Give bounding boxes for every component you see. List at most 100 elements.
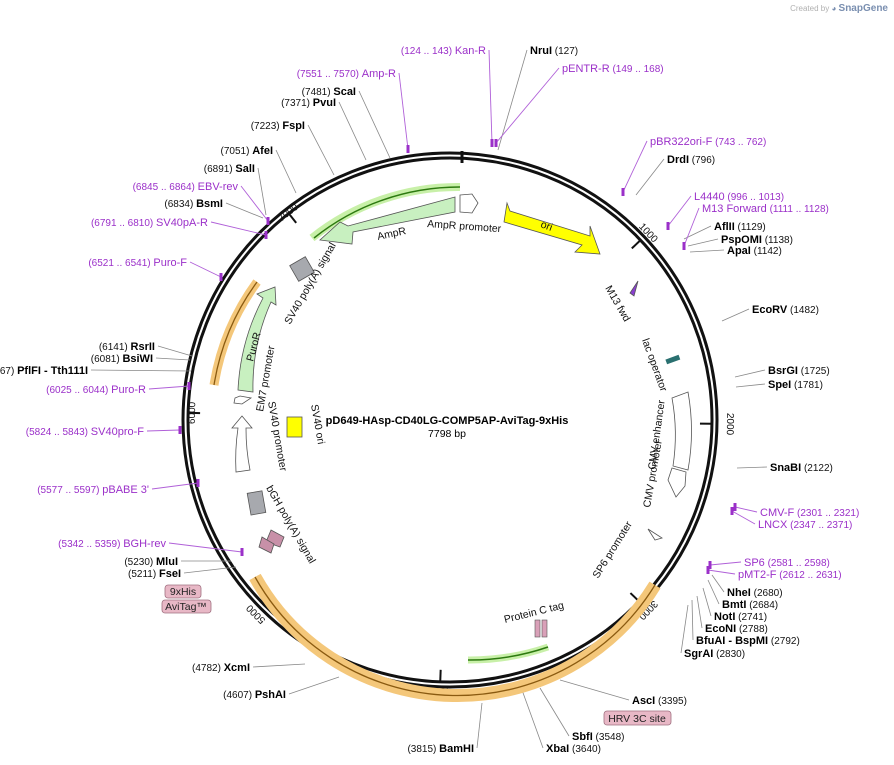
primer-callout-line [495, 67, 560, 144]
enzyme-name: XcmI [224, 662, 250, 674]
ori-feature [503, 201, 601, 255]
primer-name: M13 Forward [702, 203, 767, 215]
callout-lines [90, 49, 768, 749]
primer-label: CMV-F (2301 .. 2321) [760, 507, 859, 519]
primer-puro-r: (6025 .. 6044) Puro-R [46, 384, 146, 396]
primer-name: BGH-rev [123, 538, 166, 550]
primer-callout-line [148, 385, 190, 390]
enzyme-name: SbfI [572, 731, 593, 743]
enzyme-site-bsiwi: (6081) BsiWI [91, 353, 153, 365]
enzyme-name: PvuI [313, 97, 336, 109]
primer-marker [196, 479, 200, 487]
enzyme-site-snabi: SnaBI (2122) [770, 462, 833, 474]
enzyme-label: PspOMI (1138) [721, 234, 793, 246]
enzyme-site-afei: (7051) AfeI [221, 145, 273, 157]
primer-name: EBV-rev [198, 181, 239, 193]
m13-fwd-feature [629, 280, 639, 297]
primer-kan-r: (124 .. 143) Kan-R [401, 45, 486, 57]
enzyme-position: (6067) [0, 366, 17, 377]
cds-highlight-main [249, 573, 661, 703]
snapgene-logo-icon: ◕ [831, 4, 837, 13]
primer-cmv-f: CMV-F (2301 .. 2321) [760, 507, 859, 519]
primer-range: (6791 .. 6810) [91, 218, 156, 229]
enzyme-name: PshAI [255, 689, 286, 701]
enzyme-callout-line [735, 383, 766, 388]
primer-name: pBR322ori-F [650, 136, 713, 148]
enzyme-position: (1482) [787, 305, 819, 316]
enzyme-site-bsmi: (6834) BsmI [164, 198, 223, 210]
enzyme-callout-line [687, 238, 719, 247]
primer-name: pMT2-F [738, 569, 777, 581]
enzyme-callout-line [338, 101, 367, 161]
enzyme-site-sbfi: SbfI (3548) [572, 731, 624, 743]
bgh-polya-feature [246, 490, 267, 516]
primer-range: (5342 .. 5359) [58, 539, 123, 550]
enzyme-position: (2122) [801, 463, 833, 474]
enzyme-name: ApaI [727, 245, 751, 257]
enzyme-separator: - [725, 635, 735, 647]
enzyme-callout-line [691, 599, 694, 641]
enzyme-callout-line [711, 574, 725, 593]
enzyme-position: (3395) [655, 696, 687, 707]
protein-c-green-arrow [467, 646, 549, 661]
protein-c-green-highlight [467, 643, 550, 664]
cmv-promoter-label: CMV promoter [641, 439, 665, 509]
enzyme-callout-line [497, 49, 528, 151]
tag-hrv3c: HRV 3C site [608, 713, 666, 725]
enzyme-label: (6891) SalI [204, 163, 255, 175]
enzyme-name: SgrAI [684, 648, 713, 660]
enzyme-label: SnaBI (2122) [770, 462, 833, 474]
primer-marker [264, 231, 268, 239]
enzyme-site-noti: NotI (2741) [714, 611, 767, 623]
enzyme-position: (5211) [128, 569, 159, 580]
tag-9xhis-box [164, 584, 202, 599]
enzyme-position: (6891) [204, 164, 236, 175]
enzyme-name: XbaI [546, 743, 569, 755]
primer-callout-line [488, 49, 493, 144]
primer-range: (1111 .. 1128) [767, 204, 829, 215]
primer-label: pBR322ori-F (743 .. 762) [650, 136, 766, 148]
primer-marker [621, 188, 625, 196]
enzyme-name: NheI [727, 587, 751, 599]
primer-range: (2612 .. 2631) [777, 570, 842, 581]
enzyme-site-bsrgi: BsrGI (1725) [768, 365, 830, 377]
primer-name: Kan-R [455, 45, 486, 57]
primer-label: (6521 .. 6541) Puro-F [88, 257, 187, 269]
ampr-green-arrow [313, 186, 461, 239]
enzyme-name: BmtI [722, 599, 746, 611]
primer-range: (996 .. 1013) [725, 192, 784, 203]
protein-c-tag-label: Protein C tag [503, 599, 566, 626]
primer-l4440: L4440 (996 .. 1013) [694, 191, 784, 203]
primer-range: (2581 .. 2598) [765, 558, 830, 569]
enzyme-callout-line [559, 679, 630, 701]
enzyme-position: (4607) [223, 690, 255, 701]
enzyme-callout-line [736, 466, 768, 469]
enzyme-site-fsei: (5211) FseI [128, 568, 181, 580]
primer-callout-line [731, 510, 756, 525]
enzyme-callout-line [734, 369, 766, 378]
enzyme-label: (7481) ScaI [302, 86, 356, 98]
enzyme-position: (2830) [713, 649, 745, 660]
enzyme-site-ecorv: EcoRV (1482) [752, 304, 819, 316]
primer-label: (6791 .. 6810) SV40pA-R [91, 217, 208, 229]
tick-mark [631, 239, 642, 250]
enzyme-name: BamHI [439, 743, 474, 755]
lac-operator-feature [665, 354, 681, 365]
primer-range: (5577 .. 5597) [37, 485, 102, 496]
enzyme-site-asci: AscI (3395) [632, 695, 687, 707]
primer-marker [706, 566, 710, 574]
primer-name: pBABE 3' [102, 484, 149, 496]
primer-range: (5824 .. 5843) [26, 427, 91, 438]
enzyme-name: PspOMI [721, 234, 762, 246]
enzyme-site-xcmi: (4782) XcmI [192, 662, 250, 674]
cmv-promoter-feature [667, 467, 687, 498]
enzyme-label: (4782) XcmI [192, 662, 250, 674]
enzyme-label: (7051) AfeI [221, 145, 273, 157]
credit-prefix: Created by [790, 4, 830, 13]
sp6-promoter-arrow [647, 528, 663, 541]
enzyme-position: (4782) [192, 663, 224, 674]
enzyme-name: SnaBI [770, 462, 801, 474]
tag-avitag-box [161, 599, 212, 614]
enzyme-position: (796) [689, 155, 715, 166]
enzyme-name: BsiWI [122, 353, 153, 365]
